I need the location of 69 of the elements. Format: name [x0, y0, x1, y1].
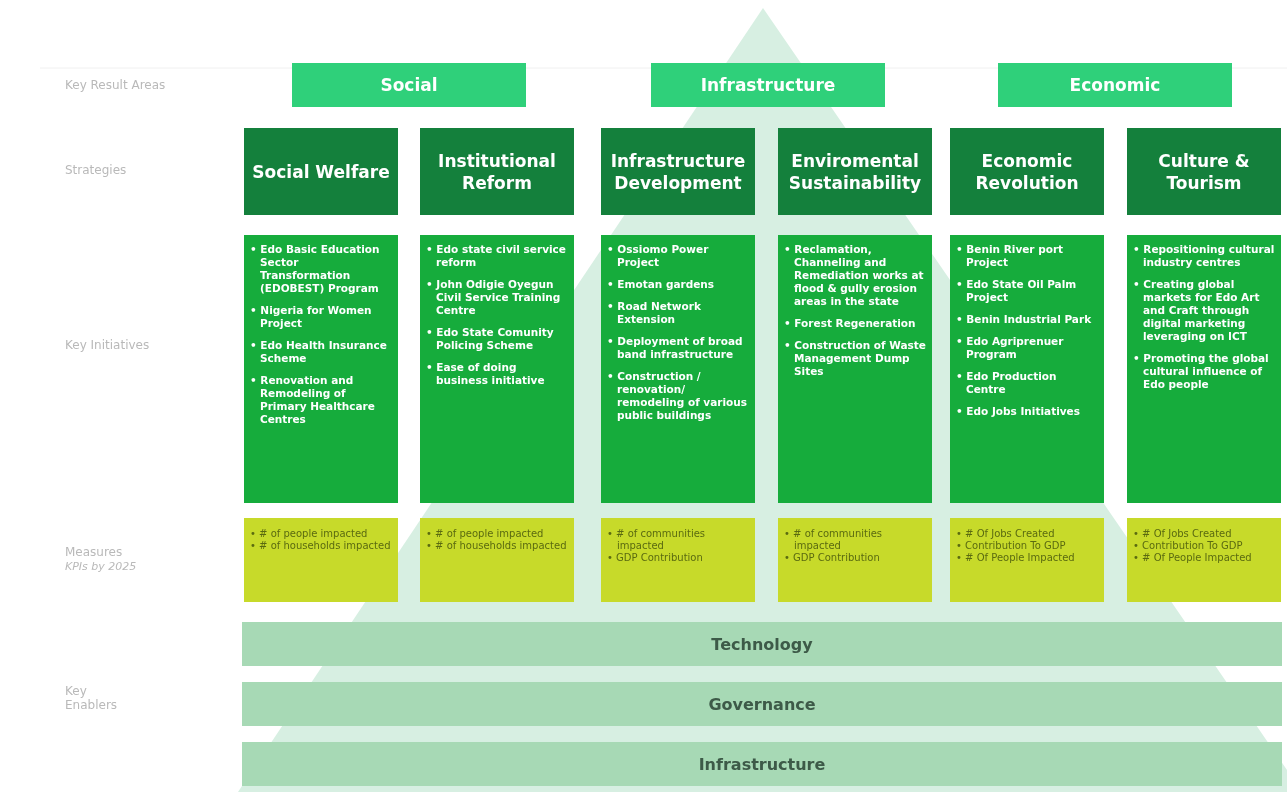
- bullet-item: • Edo State Comunity Policing Scheme: [425, 326, 555, 352]
- bullet-item: • Repositioning cultural industry centres: [1132, 243, 1275, 269]
- row-label: Key Enablers: [65, 684, 119, 712]
- enabler-band: Technology: [242, 622, 1282, 666]
- strategy-box: Enviromental Sustainability: [778, 128, 932, 215]
- bullet-item: • Construction of Waste Management Dump Sites: [783, 339, 926, 378]
- result-area-box: Infrastructure: [651, 63, 885, 107]
- bullet-item: • # Of Jobs Created: [955, 528, 1056, 540]
- row-subtitle: KPIs by 2025: [65, 560, 137, 573]
- bullet-item: • # of households impacted: [249, 540, 392, 552]
- bullet-item: • Contribution To GDP: [1132, 540, 1244, 552]
- bullet-item: • Deployment of broad band infrastructure: [606, 335, 744, 361]
- bullet-item: • Edo Production Centre: [955, 370, 1058, 396]
- row-label: Key Initiatives: [65, 338, 150, 352]
- bullet-item: • Ease of doing business initiative: [425, 361, 546, 387]
- bullet-item: • Benin Industrial Park: [955, 313, 1093, 326]
- bullet-item: • # Of People Impacted: [955, 552, 1076, 564]
- bullet-item: • Promoting the global cultural influence of Edo people: [1132, 352, 1270, 391]
- measures-card: [950, 518, 1104, 602]
- result-area-box: Social: [292, 63, 526, 107]
- initiatives-card: [244, 235, 398, 503]
- bullet-item: • Road Network Extension: [606, 300, 702, 326]
- initiatives-card: [601, 235, 755, 503]
- strategy-box: Infrastructure Development: [601, 128, 755, 215]
- bullet-item: • Nigeria for Women Project: [249, 304, 373, 330]
- bullet-item: • # of communities impacted: [783, 528, 884, 552]
- bullet-item: • Contribution To GDP: [955, 540, 1067, 552]
- bullet-item: • Reclamation, Channeling and Remediation works at flood & gully erosion areas in the state: [783, 243, 925, 308]
- bullet-item: • # of communities impacted: [606, 528, 707, 552]
- measures-card: [244, 518, 398, 602]
- enabler-band: Infrastructure: [242, 742, 1282, 786]
- bullet-item: • Creating global markets for Edo Art and Craft through digital marketing leveraging on ICT: [1132, 278, 1261, 343]
- bullet-item: • # of households impacted: [425, 540, 568, 552]
- row-label: Measures: [65, 545, 123, 559]
- bullet-item: • Renovation and Remodeling of Primary Healthcare Centres: [249, 374, 376, 426]
- initiatives-card: [950, 235, 1104, 503]
- measures-card: [778, 518, 932, 602]
- bullet-item: • # Of Jobs Created: [1132, 528, 1233, 540]
- bullet-item: • John Odigie Oyegun Civil Service Training Centre: [425, 278, 562, 317]
- bullet-item: • # of people impacted: [425, 528, 545, 540]
- initiatives-card: [778, 235, 932, 503]
- bullet-item: • Emotan gardens: [606, 278, 716, 291]
- bullet-item: • Edo Health Insurance Scheme: [249, 339, 388, 365]
- bullet-item: • GDP Contribution: [606, 552, 704, 564]
- bullet-item: • Edo Basic Education Sector Transformation (EDOBEST) Program: [249, 243, 381, 295]
- bullet-item: • Edo State Oil Palm Project: [955, 278, 1078, 304]
- strategy-box: Economic Revolution: [950, 128, 1104, 215]
- strategy-box: Culture & Tourism: [1127, 128, 1281, 215]
- strategy-box: Social Welfare: [244, 128, 398, 215]
- bullet-item: • Edo state civil service reform: [425, 243, 567, 269]
- strategy-box: Institutional Reform: [420, 128, 574, 215]
- row-label: Key Result Areas: [65, 78, 166, 92]
- bullet-item: • # of people impacted: [249, 528, 369, 540]
- bullet-item: • # Of People Impacted: [1132, 552, 1253, 564]
- initiatives-card: [1127, 235, 1281, 503]
- result-area-box: Economic: [998, 63, 1232, 107]
- measures-card: [601, 518, 755, 602]
- bullet-item: • Forest Regeneration: [783, 317, 917, 330]
- bullet-item: • Benin River port Project: [955, 243, 1065, 269]
- measures-card: [1127, 518, 1281, 602]
- bullet-item: • Edo Jobs Initiatives: [955, 405, 1081, 418]
- bullet-item: • Edo Agriprenuer Program: [955, 335, 1065, 361]
- bullet-item: • GDP Contribution: [783, 552, 881, 564]
- initiatives-card: [420, 235, 574, 503]
- enabler-band: Governance: [242, 682, 1282, 726]
- row-label: Strategies: [65, 163, 127, 177]
- bullet-item: • Construction / renovation/ remodeling of various public buildings: [606, 370, 749, 422]
- bullet-item: • Ossiomo Power Project: [606, 243, 710, 269]
- measures-card: [420, 518, 574, 602]
